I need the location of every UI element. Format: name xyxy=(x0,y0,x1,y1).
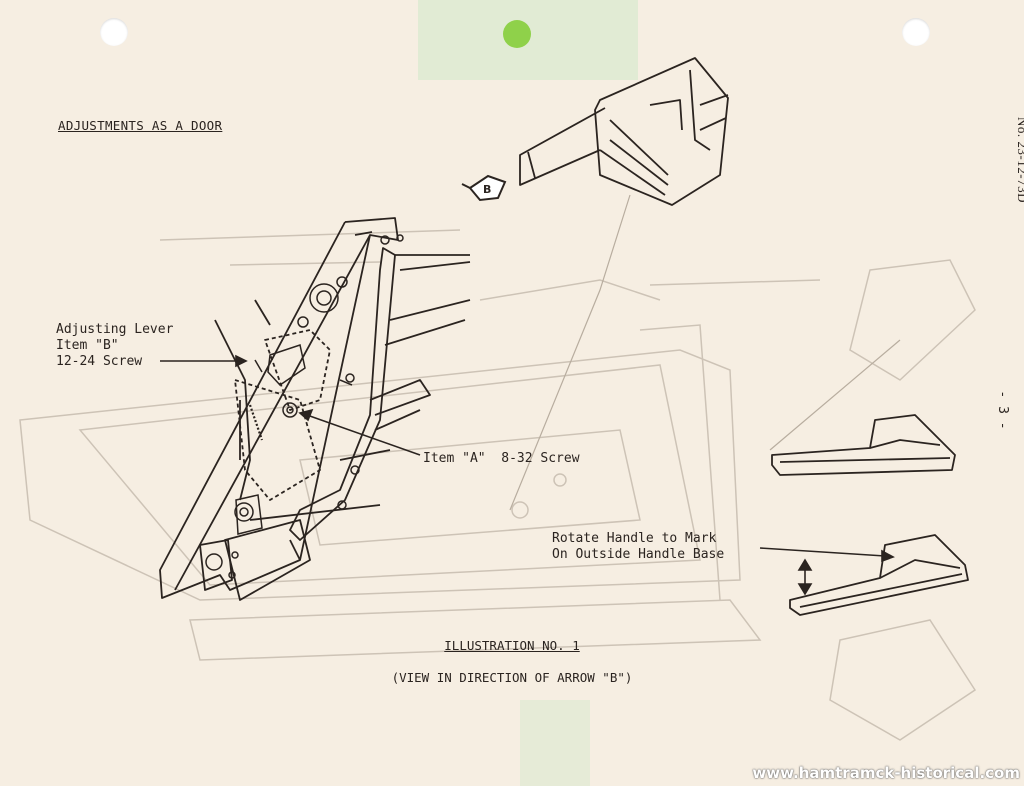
faint-leader-lines xyxy=(509,194,901,511)
callout-rotate-handle-2: On Outside Handle Base xyxy=(552,547,725,562)
arrow-b-letter: B xyxy=(483,183,491,196)
page-number: - 3 - xyxy=(995,390,1010,430)
callout-screw-12-24: 12-24 Screw xyxy=(56,354,143,369)
callout-item-a: Item "A" 8-32 Screw xyxy=(423,451,580,466)
callout-arrows xyxy=(160,354,895,596)
green-dot-marker xyxy=(503,20,531,48)
site-watermark: www.hamtramck-historical.com xyxy=(752,764,1020,782)
handle-detail-top xyxy=(519,57,729,206)
binder-hole-left xyxy=(100,18,128,46)
binder-hole-right xyxy=(902,18,930,46)
document-number: No. 23-12-73D xyxy=(1015,117,1024,203)
bleed-through-drawing xyxy=(19,229,977,741)
arrow-b-marker: B xyxy=(461,174,507,202)
door-frame xyxy=(159,217,471,601)
callout-adjusting-lever: Adjusting Lever xyxy=(56,322,174,337)
green-tint-bottom xyxy=(520,700,590,786)
latch-mechanism xyxy=(205,234,404,579)
callout-rotate-handle-1: Rotate Handle to Mark xyxy=(552,531,717,546)
callout-item-b: Item "B" xyxy=(56,338,119,353)
outside-handle-upper xyxy=(771,414,956,476)
outside-handle-lower xyxy=(789,534,969,616)
illustration-subtitle: (VIEW IN DIRECTION OF ARROW "B") xyxy=(391,670,633,685)
section-heading: ADJUSTMENTS AS A DOOR xyxy=(58,118,223,133)
illustration-title: ILLUSTRATION NO. 1 xyxy=(444,638,580,653)
